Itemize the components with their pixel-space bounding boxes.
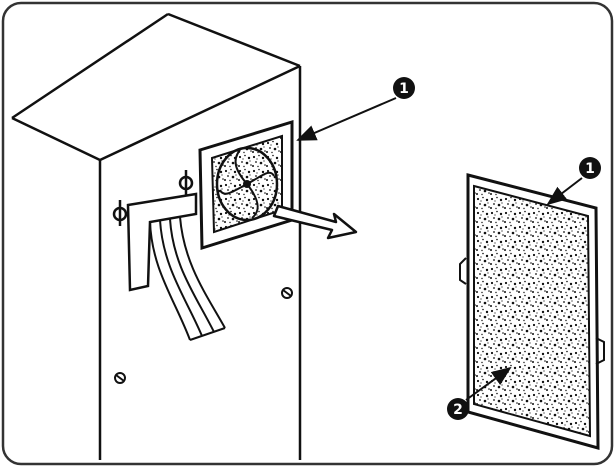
callout-1-cover: 1 (579, 157, 601, 179)
machine-cabinet (11, 12, 302, 460)
removal-arrow (272, 204, 358, 240)
leader-lines (296, 97, 583, 401)
fan-blade-icon (219, 149, 275, 219)
fan-unit (198, 119, 294, 251)
callout-label: 2 (453, 402, 463, 418)
callout-1-fan: 1 (393, 77, 415, 99)
cable-bundle (149, 216, 226, 341)
callout-label: 1 (399, 81, 409, 97)
callout-2-filter: 2 (447, 398, 469, 420)
callout-label: 1 (585, 161, 595, 177)
filter-cover (459, 173, 605, 450)
screw-icon (114, 287, 293, 384)
